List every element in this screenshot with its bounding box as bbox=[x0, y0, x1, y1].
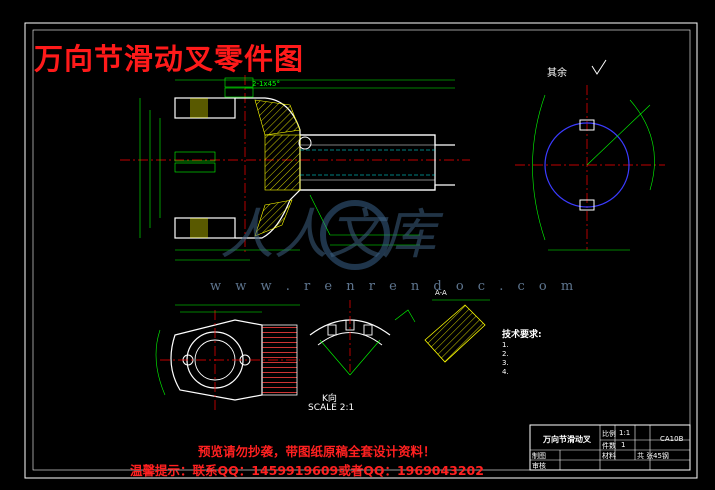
sheet-border bbox=[24, 22, 698, 479]
title-block-material-label: 材料 bbox=[602, 452, 616, 460]
tech-requirements-heading: 技术要求: bbox=[502, 330, 542, 340]
title-block-drawing-no: CA10B bbox=[660, 435, 684, 443]
main-view bbox=[120, 75, 470, 261]
side-view bbox=[515, 59, 665, 251]
k-view bbox=[155, 304, 300, 410]
notice-line-1: 预览请勿抄袭，带图纸原稿全套设计资料！ bbox=[198, 444, 436, 459]
drawing-title: 万向节滑动叉零件图 bbox=[34, 42, 305, 76]
watermark-logo-circle bbox=[320, 200, 390, 270]
tech-requirement-item: 1. bbox=[502, 341, 509, 349]
title-block bbox=[529, 424, 691, 471]
title-block-designer-label: 制图 bbox=[532, 452, 546, 460]
title-block-material-value: 45钢 bbox=[653, 452, 669, 460]
tech-requirement-item: 3. bbox=[502, 359, 509, 367]
tech-requirement-item: 4. bbox=[502, 368, 509, 376]
title-block-scale-value: 1:1 bbox=[619, 429, 631, 437]
title-block-quantity-label: 件数 bbox=[602, 442, 616, 450]
view-label-k: K向 bbox=[322, 394, 337, 404]
title-block-checker-label: 审核 bbox=[532, 462, 546, 470]
title-block-part-name: 万向节滑动叉 bbox=[543, 435, 591, 444]
title-block-sheet-label: 共 张 bbox=[637, 452, 654, 460]
watermark-logo: 人人文库 bbox=[220, 203, 436, 266]
view-label-a: A-A bbox=[435, 289, 447, 297]
surface-finish-label: 其余 bbox=[547, 68, 567, 79]
section-a-a bbox=[424, 299, 490, 363]
spline-section bbox=[309, 300, 416, 376]
chamfer-note: 2-1x45° bbox=[252, 80, 280, 88]
sheet-inner-border bbox=[32, 29, 691, 471]
scale-label: SCALE 2:1 bbox=[308, 403, 355, 413]
tech-requirement-item: 2. bbox=[502, 350, 509, 358]
title-block-scale-label: 比例 bbox=[602, 430, 616, 438]
watermark-url: w w w . r e n r e n d o c . c o m bbox=[210, 279, 579, 294]
notice-line-2: 温馨提示：联系QQ：1459919609或者QQ：1969043202 bbox=[130, 463, 484, 478]
title-block-quantity-value: 1 bbox=[621, 441, 626, 449]
